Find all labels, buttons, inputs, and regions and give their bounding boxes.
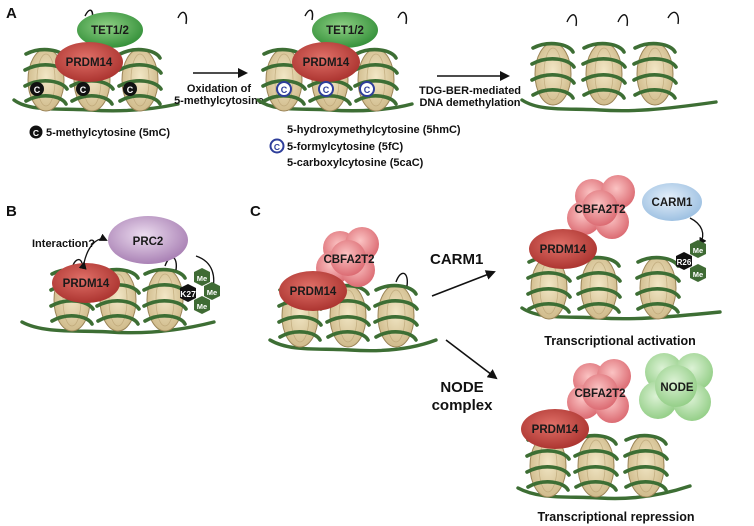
c-activation-prdm14-protein [529, 229, 597, 269]
svg-text:Me: Me [197, 274, 207, 283]
c-repression-chromatin [516, 433, 692, 501]
c-carm1-methylation-arrow [689, 217, 707, 246]
svg-text:5-formylcytosine (5fC): 5-formylcytosine (5fC) [287, 141, 403, 153]
c-repression-prdm14-label: PRDM14 [532, 424, 579, 436]
a2-tet-protein [312, 12, 378, 48]
c-node-arrow-line1: NODE [440, 379, 483, 396]
svg-text:5-carboxylcytosine (5caC): 5-carboxylcytosine (5caC) [287, 157, 424, 169]
c-node-arrow-line2: complex [432, 397, 494, 414]
a-step1-line2: 5-methylcytosine [174, 95, 264, 107]
svg-text:C: C [34, 85, 41, 95]
a1-tet-protein [77, 12, 143, 48]
b-prdm14-protein [52, 263, 120, 303]
a2-prdm14-protein [292, 42, 360, 82]
a1-prdm14-label: PRDM14 [66, 57, 113, 69]
c-repression-caption: Transcriptional repression [538, 510, 695, 524]
c-repression-cbfa2t2-label: CBFA2T2 [574, 388, 625, 400]
svg-text:C: C [33, 128, 39, 138]
a-step1-line1: Oxidation of [187, 83, 252, 95]
svg-text:C: C [281, 85, 288, 95]
svg-text:Me: Me [207, 288, 217, 297]
a2-prdm14-label: PRDM14 [303, 57, 350, 69]
a-legend-5mc: C 5-methylcytosine (5mC) [29, 125, 170, 139]
a-step2-line1: TDG-BER-mediated [419, 85, 521, 97]
c-left-chromatin [268, 272, 438, 353]
a2-chromatin [256, 9, 414, 113]
panel-label-b: B [6, 203, 17, 220]
c-left-cbfa2t2-label: CBFA2T2 [323, 254, 374, 266]
b-prdm14-label: PRDM14 [63, 278, 110, 290]
svg-text:Me: Me [693, 270, 703, 279]
c-activation-chromatin [520, 255, 722, 321]
b-k27-me-marks: K27 Me Me Me [180, 268, 220, 314]
c-activation-cbfa2t2-protein [567, 175, 635, 239]
a2-oxidized-marks: C C C [276, 81, 375, 97]
svg-text:C: C [274, 142, 280, 152]
svg-text:K27: K27 [180, 289, 196, 299]
c-activation-cbfa2t2-label: CBFA2T2 [574, 204, 625, 216]
svg-text:C: C [364, 85, 371, 95]
a1-5mc-marks: C C C [30, 82, 137, 96]
c-left-prdm14-label: PRDM14 [290, 286, 337, 298]
c-carm1-arrow-label: CARM1 [430, 251, 483, 268]
c-repression-prdm14-protein [521, 409, 589, 449]
b-prc2-label: PRC2 [133, 236, 164, 248]
panel-label-a: A [6, 5, 17, 22]
svg-text:C: C [323, 85, 330, 95]
c-r26-me-marks: Me R26 Me [676, 240, 706, 282]
panel-label-c: C [250, 203, 261, 220]
c-arrow-node [445, 339, 498, 380]
svg-text:Me: Me [693, 246, 703, 255]
a1-tet-label: TET1/2 [91, 25, 129, 37]
a3-chromatin [520, 11, 718, 113]
c-repression-cbfa2t2-protein [567, 359, 631, 423]
c-activation-prdm14-label: PRDM14 [540, 244, 587, 256]
svg-text:R26: R26 [677, 258, 692, 267]
svg-text:Me: Me [197, 302, 207, 311]
b-prc2-protein [108, 216, 188, 264]
a-step2-line2: DNA demethylation [419, 97, 520, 109]
a2-tet-label: TET1/2 [326, 25, 364, 37]
c-activation-carm1-protein [642, 183, 702, 221]
svg-text:C: C [127, 85, 134, 95]
a-legend-oxidized: 5-hydroxymethylcytosine (5hmC) C 5-formy… [269, 124, 461, 169]
a1-prdm14-protein [55, 42, 123, 82]
c-repression-node-protein [639, 353, 713, 421]
svg-text:5-methylcytosine (5mC): 5-methylcytosine (5mC) [46, 127, 170, 139]
c-repression-node-label: NODE [660, 382, 694, 394]
svg-text:C: C [80, 85, 87, 95]
c-left-prdm14-protein [279, 271, 347, 311]
b-interaction-arrow [78, 233, 108, 270]
svg-text:5-hydroxymethylcytosine (5hmC): 5-hydroxymethylcytosine (5hmC) [287, 124, 461, 136]
c-activation-caption: Transcriptional activation [544, 334, 695, 348]
c-arrow-carm1 [431, 270, 496, 297]
b-interaction-label: Interaction? [32, 238, 95, 250]
c-activation-carm1-label: CARM1 [652, 197, 693, 209]
